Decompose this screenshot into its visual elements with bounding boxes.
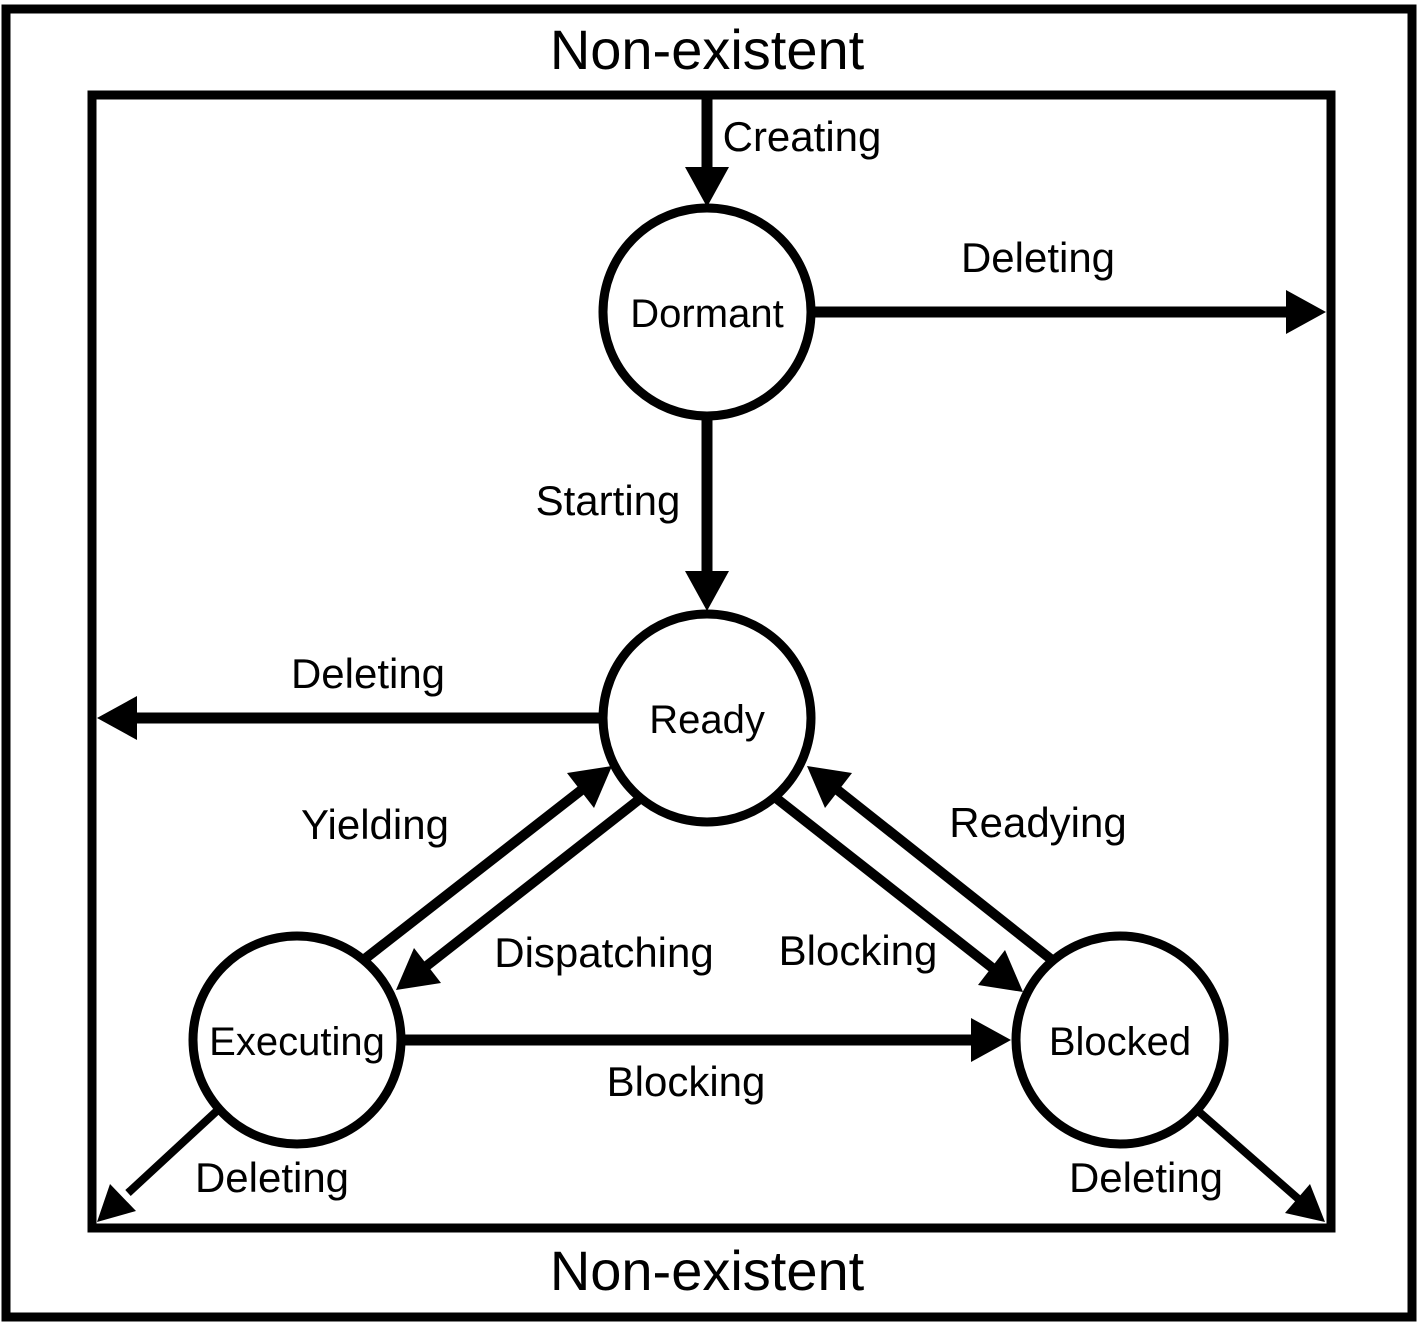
- deleting-executing-arrow-line: [125, 1105, 223, 1196]
- state-dormant-circle: [598, 203, 816, 421]
- transition-deleting-from-blocked-label: Deleting: [1069, 1154, 1223, 1201]
- transition-deleting-from-blocked-arrow: [1194, 1106, 1325, 1222]
- readying-arrow-line: [831, 784, 1056, 964]
- deleting-dormant-arrowhead: [1286, 290, 1326, 334]
- state-blocked: Blocked: [1011, 931, 1229, 1149]
- transition-starting-label: Starting: [536, 477, 681, 524]
- state-executing-circle: [188, 931, 406, 1149]
- transition-yielding-arrow: [362, 766, 612, 962]
- transition-deleting-from-ready-label: Deleting: [291, 650, 445, 697]
- blocking-ready-arrow-line: [772, 794, 999, 974]
- transition-creating-arrow: [685, 97, 729, 207]
- region-label-bottom: Non-existent: [550, 1239, 865, 1302]
- yielding-arrowhead: [567, 766, 612, 808]
- outer-boundary-box: [1, 4, 1417, 1322]
- region-label-top: Non-existent: [550, 18, 865, 81]
- deleting-blocked-arrow-line: [1194, 1106, 1306, 1207]
- transition-blocking-from-ready-label: Blocking: [779, 927, 938, 974]
- yielding-arrow-line: [362, 784, 588, 962]
- transition-deleting-from-ready-arrow: [97, 696, 603, 740]
- deleting-ready-arrowhead: [97, 696, 137, 740]
- transition-yielding-label: Yielding: [301, 801, 449, 848]
- deleting-executing-arrowhead: [97, 1184, 136, 1222]
- state-ready-label: Ready: [649, 698, 765, 742]
- state-executing: Executing: [188, 931, 406, 1149]
- inner-boundary-box: [87, 90, 1336, 1233]
- state-ready: Ready: [598, 609, 816, 827]
- deleting-blocked-arrowhead: [1285, 1184, 1325, 1222]
- transition-blocking-from-executing-arrow: [401, 1018, 1011, 1062]
- transition-deleting-from-dormant-arrow: [813, 290, 1326, 334]
- dispatching-arrow-line: [420, 794, 645, 972]
- transition-deleting-from-executing-label: Deleting: [195, 1154, 349, 1201]
- blocking-executing-arrowhead: [971, 1018, 1011, 1062]
- transition-readying-label: Readying: [949, 799, 1126, 846]
- state-dormant-label: Dormant: [630, 292, 783, 336]
- transition-deleting-from-executing-arrow: [97, 1105, 223, 1222]
- transition-blocking-from-ready-arrow: [772, 794, 1023, 992]
- transition-deleting-from-dormant-label: Deleting: [961, 234, 1115, 281]
- transition-dispatching-label: Dispatching: [494, 929, 713, 976]
- starting-arrowhead: [685, 571, 729, 611]
- state-dormant: Dormant: [598, 203, 816, 421]
- transition-blocking-from-executing-label: Blocking: [607, 1058, 766, 1105]
- readying-arrowhead: [807, 766, 852, 808]
- transition-creating-label: Creating: [723, 113, 882, 160]
- state-ready-circle: [598, 609, 816, 827]
- state-executing-label: Executing: [209, 1020, 385, 1064]
- state-blocked-circle: [1011, 931, 1229, 1149]
- transition-starting-arrow: [685, 416, 729, 611]
- transition-dispatching-arrow: [396, 794, 645, 990]
- blocking-ready-arrowhead: [978, 950, 1023, 992]
- transition-readying-arrow: [807, 766, 1056, 964]
- creating-arrowhead: [685, 167, 729, 207]
- state-blocked-label: Blocked: [1049, 1020, 1191, 1064]
- dispatching-arrowhead: [396, 948, 441, 990]
